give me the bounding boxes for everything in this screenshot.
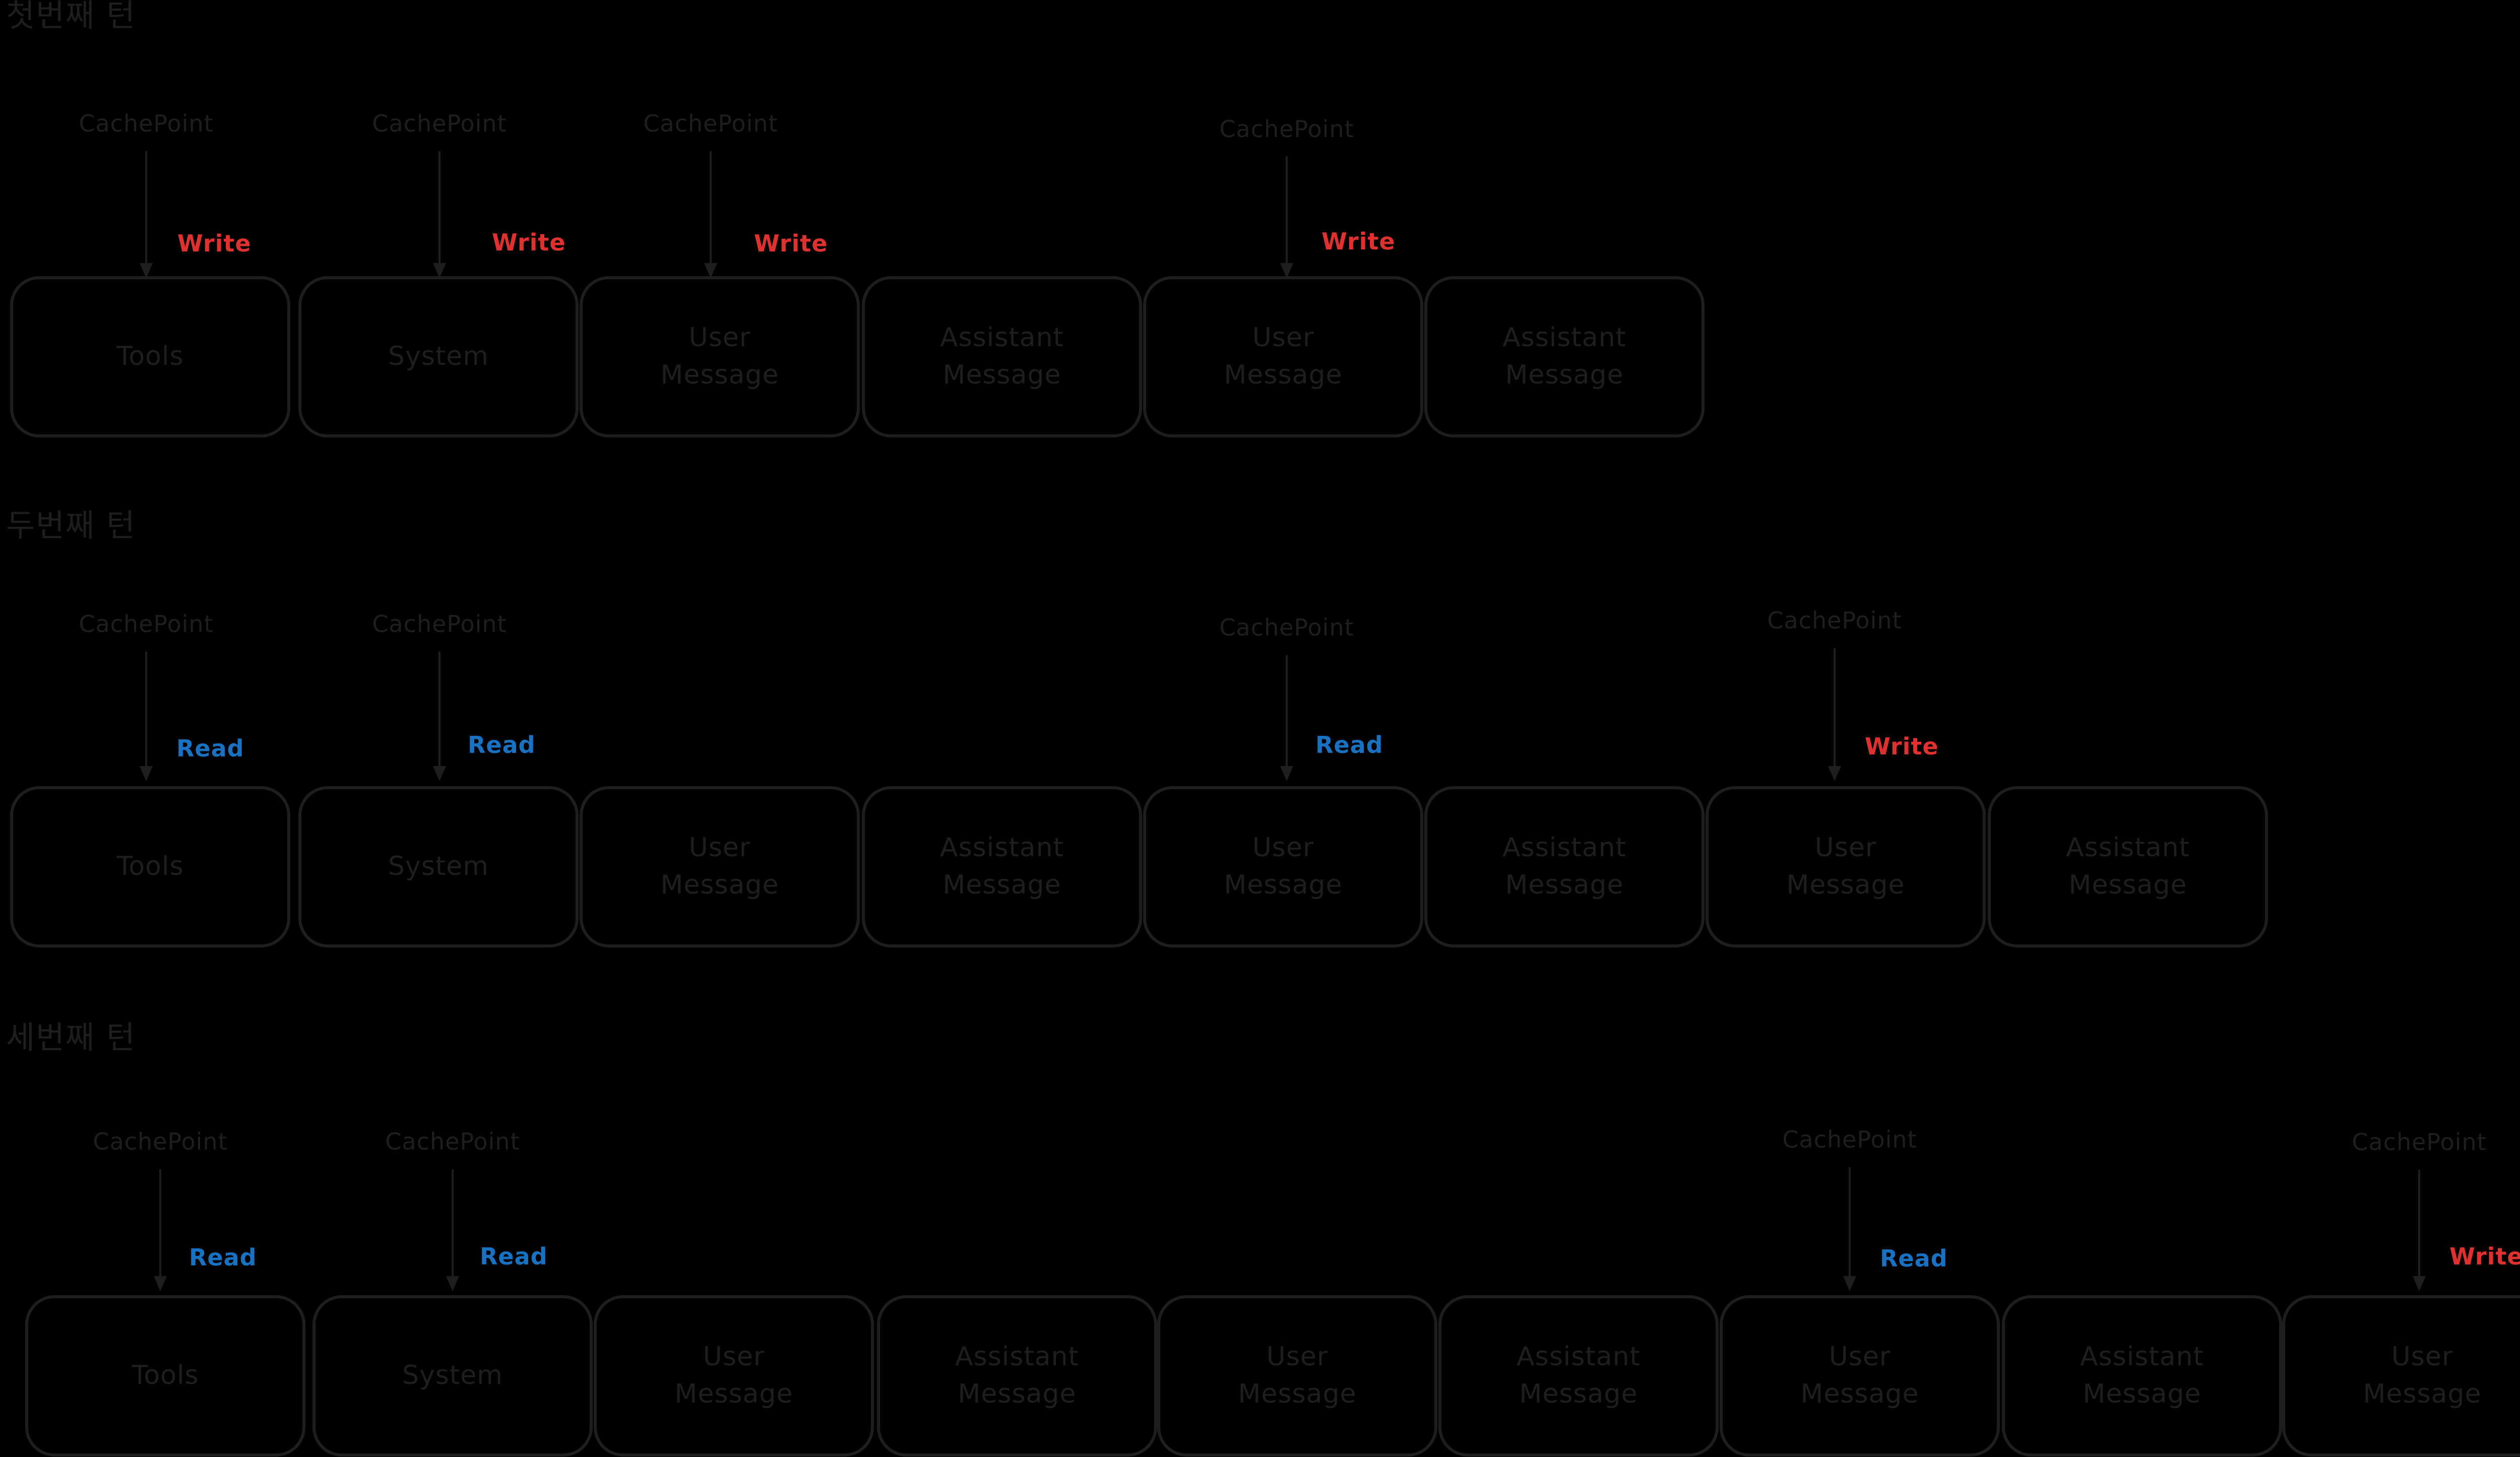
cache-point-label: CachePoint xyxy=(1219,115,1354,143)
cache-point-arrow-shaft xyxy=(710,151,712,263)
cache-point-label: CachePoint xyxy=(2352,1128,2487,1156)
cache-point-arrow-head-icon xyxy=(433,263,446,278)
cache-point-label: CachePoint xyxy=(79,110,214,137)
message-box[interactable]: User Message xyxy=(1706,786,1986,947)
message-box-label: User Message xyxy=(1786,833,1905,900)
cache-point-arrow-head-icon xyxy=(140,263,153,278)
cache-point-label: CachePoint xyxy=(372,110,507,137)
message-box[interactable]: User Message xyxy=(580,786,860,947)
cache-point-arrow-shaft xyxy=(452,1169,454,1276)
message-box-label: User Message xyxy=(1800,1342,1919,1409)
cache-operation-label: Read xyxy=(480,1243,548,1270)
cache-point-arrow-head-icon xyxy=(446,1276,459,1291)
turn-heading: 두번째 턴 xyxy=(6,507,136,544)
cache-point-arrow-shaft xyxy=(2418,1170,2420,1276)
message-box[interactable]: User Message xyxy=(1720,1295,2000,1456)
cache-operation-label: Write xyxy=(2449,1243,2520,1270)
message-box-label: User Message xyxy=(660,833,779,900)
turn-heading: 세번째 턴 xyxy=(6,1019,136,1056)
message-box[interactable]: Assistant Message xyxy=(862,786,1142,947)
message-box-label: Assistant Message xyxy=(955,1342,1079,1409)
message-box[interactable]: User Message xyxy=(1143,786,1423,947)
cache-point-arrow-head-icon xyxy=(1828,766,1841,781)
cache-point-label: CachePoint xyxy=(1782,1126,1917,1153)
message-box-label: System xyxy=(402,1360,503,1391)
message-box-label: Assistant Message xyxy=(1502,323,1626,390)
message-box-label: User Message xyxy=(1224,323,1343,390)
message-box-label: System xyxy=(388,851,489,882)
message-box[interactable]: User Message xyxy=(2282,1295,2520,1456)
message-box[interactable]: Tools xyxy=(25,1295,305,1456)
message-box-label: User Message xyxy=(1224,833,1343,900)
cache-point-label: CachePoint xyxy=(1767,607,1902,634)
cache-operation-label: Write xyxy=(177,230,251,257)
message-box[interactable]: User Message xyxy=(1143,276,1423,437)
cache-point-arrow-shaft xyxy=(1849,1167,1851,1276)
message-box-label: Tools xyxy=(116,341,184,372)
cache-point-arrow-shaft xyxy=(1286,156,1288,263)
cache-point-arrow-head-icon xyxy=(154,1276,167,1291)
cache-point-label: CachePoint xyxy=(643,110,778,137)
message-box[interactable]: User Message xyxy=(580,276,860,437)
cache-operation-label: Read xyxy=(1880,1245,1948,1272)
cache-operation-label: Write xyxy=(1865,733,1939,760)
message-box-label: Assistant Message xyxy=(2080,1342,2204,1409)
message-box[interactable]: User Message xyxy=(594,1295,874,1456)
cache-operation-label: Write xyxy=(1321,228,1396,255)
message-box-label: Assistant Message xyxy=(1502,833,1626,900)
cache-point-arrow-head-icon xyxy=(1843,1276,1856,1291)
cache-point-arrow-head-icon xyxy=(704,263,717,278)
message-box-label: Assistant Message xyxy=(940,323,1064,390)
message-box-label: Assistant Message xyxy=(940,833,1064,900)
message-box[interactable]: Assistant Message xyxy=(2002,1295,2282,1456)
cache-operation-label: Write xyxy=(492,229,566,256)
cache-point-label: CachePoint xyxy=(1219,614,1354,641)
cache-point-arrow-shaft xyxy=(145,652,147,766)
cache-operation-label: Read xyxy=(189,1244,257,1271)
message-box-label: Tools xyxy=(132,1360,199,1391)
cache-operation-label: Read xyxy=(176,735,244,762)
message-box[interactable]: Tools xyxy=(10,276,290,437)
cache-point-arrow-head-icon xyxy=(1280,766,1293,781)
cache-point-arrow-head-icon xyxy=(433,766,446,781)
cache-point-arrow-head-icon xyxy=(140,766,153,781)
cache-point-arrow-shaft xyxy=(159,1169,161,1276)
message-box-label: User Message xyxy=(660,323,779,390)
message-box[interactable]: Assistant Message xyxy=(877,1295,1157,1456)
cache-point-arrow-shaft xyxy=(1286,655,1288,766)
message-box[interactable]: System xyxy=(312,1295,593,1456)
cache-operation-label: Read xyxy=(1315,731,1383,758)
message-box[interactable]: System xyxy=(298,276,579,437)
message-box-label: Assistant Message xyxy=(2066,833,2190,900)
cache-point-arrow-shaft xyxy=(1834,648,1836,766)
message-box[interactable]: System xyxy=(298,786,579,947)
message-box[interactable]: Assistant Message xyxy=(1424,276,1705,437)
cache-point-label: CachePoint xyxy=(79,610,214,638)
message-box-label: User Message xyxy=(2363,1342,2482,1409)
cache-point-label: CachePoint xyxy=(93,1128,228,1155)
turn-heading: 첫번째 턴 xyxy=(6,0,136,34)
message-box-label: System xyxy=(388,341,489,372)
cache-point-arrow-head-icon xyxy=(1280,263,1293,278)
cache-point-arrow-head-icon xyxy=(2413,1276,2426,1291)
cache-point-arrow-shaft xyxy=(145,151,147,263)
message-box-label: Tools xyxy=(116,851,184,882)
cache-point-label: CachePoint xyxy=(385,1128,520,1155)
message-box[interactable]: Assistant Message xyxy=(862,276,1142,437)
cache-point-label: CachePoint xyxy=(372,610,507,638)
message-box-label: Assistant Message xyxy=(1517,1342,1641,1409)
message-box[interactable]: Assistant Message xyxy=(1438,1295,1719,1456)
cache-operation-label: Write xyxy=(754,230,828,257)
message-box[interactable]: Assistant Message xyxy=(1424,786,1705,947)
message-box[interactable]: Assistant Message xyxy=(1988,786,2268,947)
cache-point-arrow-shaft xyxy=(438,151,440,263)
message-box-label: User Message xyxy=(674,1342,793,1409)
cache-point-arrow-shaft xyxy=(438,652,440,766)
cache-operation-label: Read xyxy=(468,731,536,758)
message-box[interactable]: User Message xyxy=(1157,1295,1437,1456)
message-box-label: User Message xyxy=(1238,1342,1357,1409)
message-box[interactable]: Tools xyxy=(10,786,290,947)
